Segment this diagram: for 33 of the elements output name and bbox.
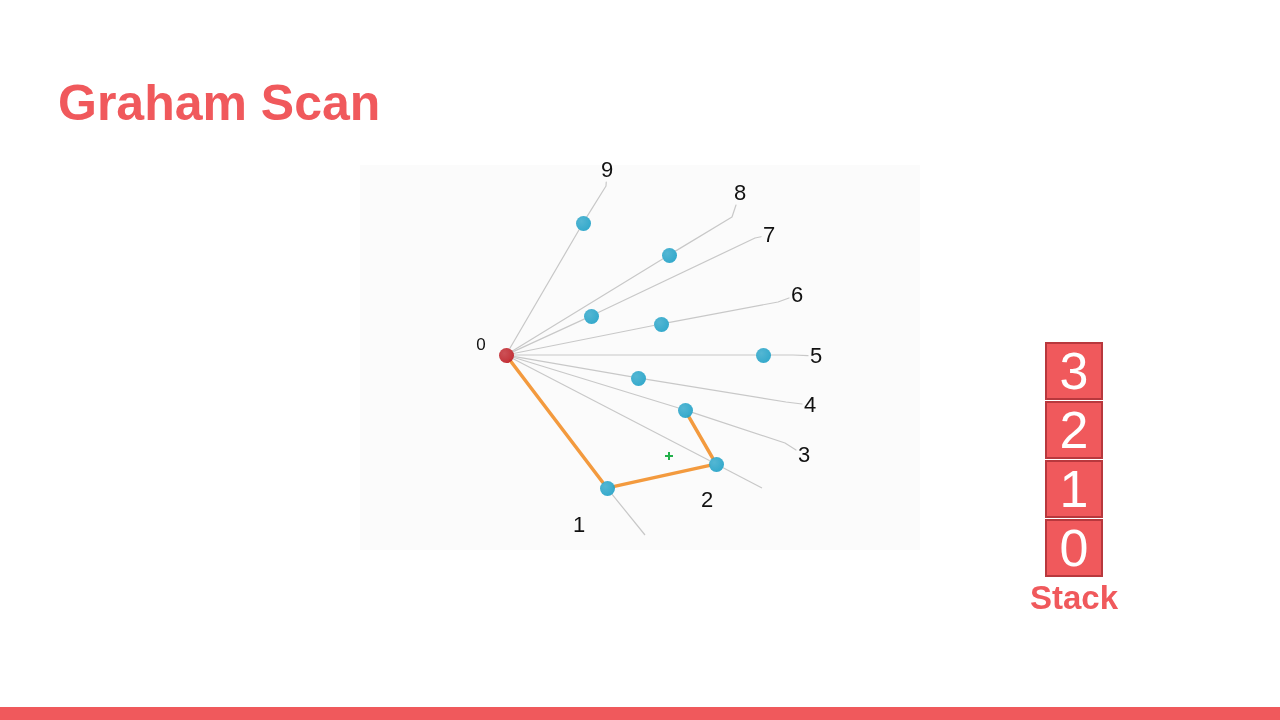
stack-cell: 2: [1045, 401, 1103, 459]
hull-edge-line: [687, 414, 714, 460]
ray-line: [512, 357, 710, 462]
ray-line: [769, 354, 809, 357]
ray-line: [644, 378, 803, 405]
stack-cell: 1: [1045, 460, 1103, 518]
ray-line: [512, 318, 585, 353]
ray-number: 3: [796, 443, 812, 467]
ray-line: [674, 204, 737, 252]
stack-cell: 0: [1045, 519, 1103, 577]
ray-line: [667, 297, 790, 324]
point-number: 2: [700, 489, 714, 511]
ray-number: 5: [808, 344, 824, 368]
ray-line: [512, 324, 655, 355]
ray-line: [691, 411, 797, 451]
ray-number: 8: [732, 181, 748, 205]
slide-title: Graham Scan: [58, 74, 381, 132]
ray-number: 7: [761, 223, 777, 247]
point-number: 0: [476, 335, 486, 353]
ray-number: 4: [802, 393, 818, 417]
ray-number: 9: [599, 158, 615, 182]
ray-line: [512, 356, 679, 409]
ray-line: [511, 258, 664, 352]
ray-line: [586, 181, 607, 218]
ray-line: [512, 355, 632, 378]
stack-caption: Stack: [1029, 579, 1119, 617]
ray-line: [597, 236, 762, 314]
point-number: 1: [572, 514, 586, 536]
stack-cell: 3: [1045, 342, 1103, 400]
ray-line: [509, 228, 580, 350]
ray-number: 6: [789, 283, 805, 307]
hull-edge-line: [508, 359, 605, 484]
hull-edge-line: [612, 463, 711, 489]
